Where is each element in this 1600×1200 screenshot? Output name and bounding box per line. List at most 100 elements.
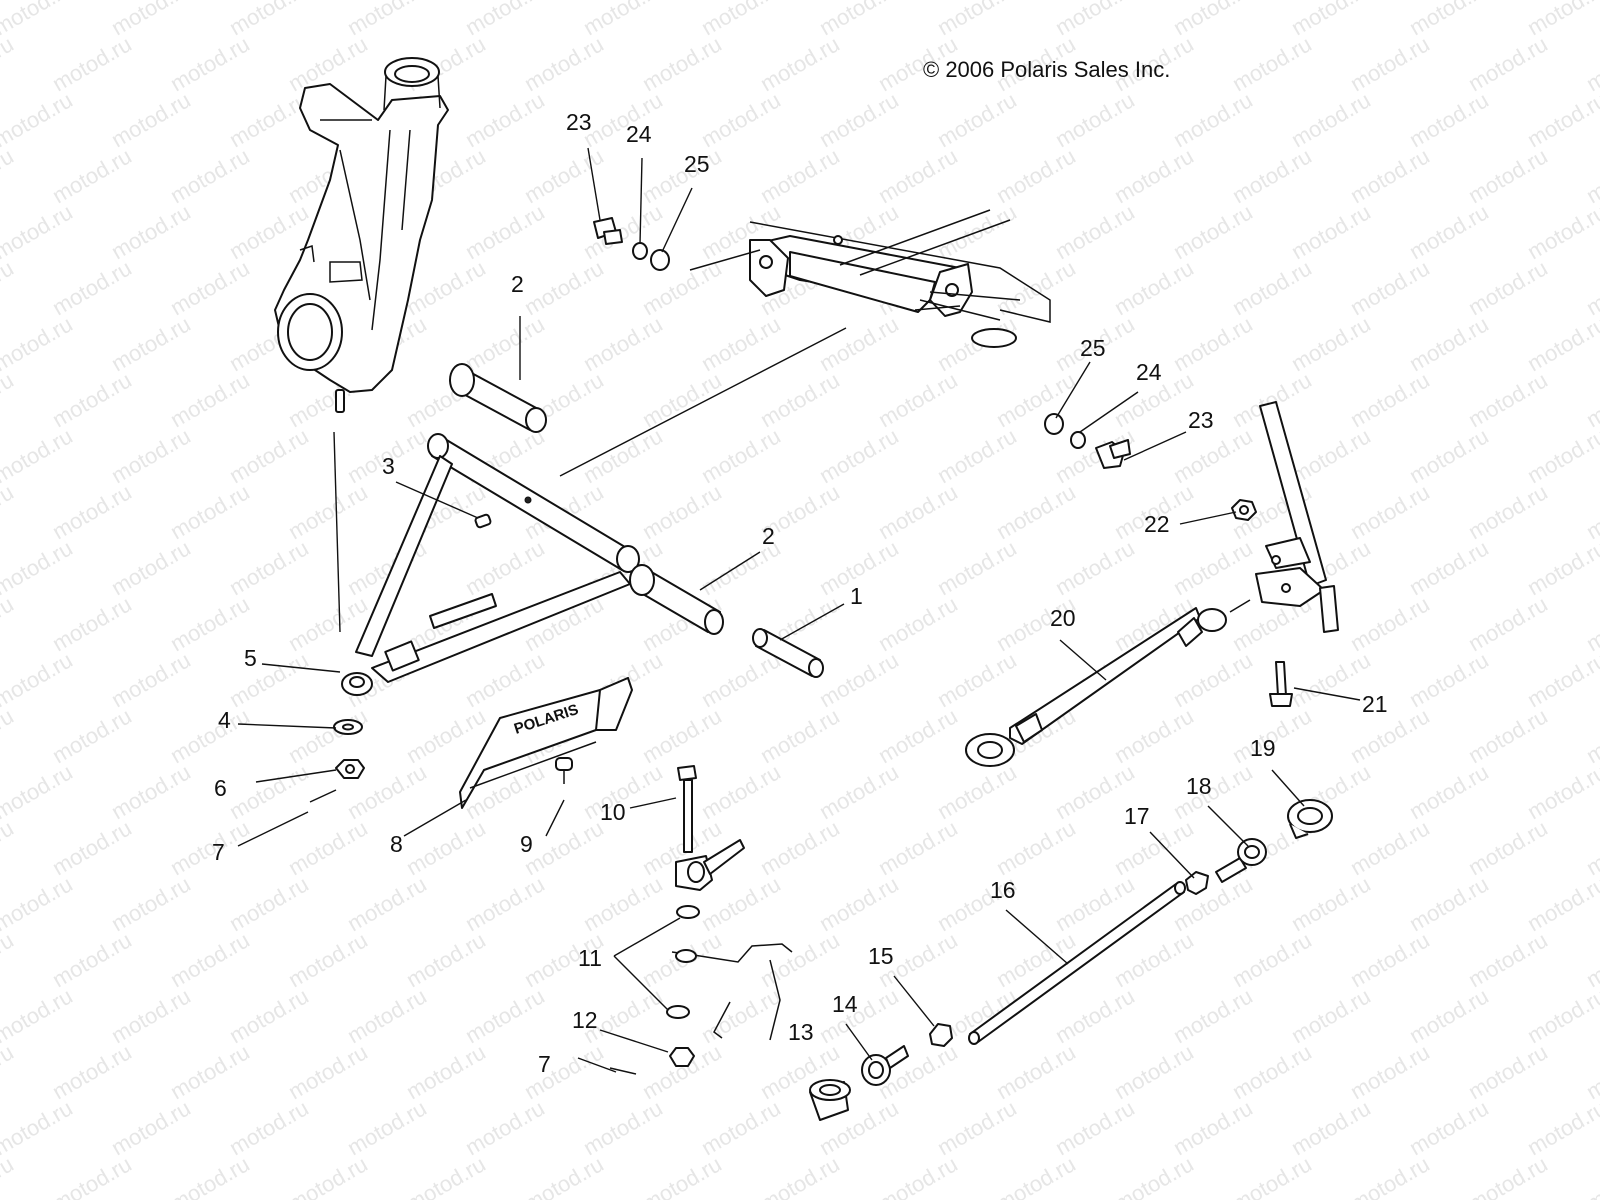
callout-11: 11: [578, 945, 602, 971]
tie-rod-20: [965, 607, 1227, 767]
watermark-text: motod.ru: [225, 983, 313, 1048]
watermark-text: motod.ru: [1346, 143, 1434, 208]
frame-crossmember: [689, 209, 1051, 348]
watermark-text: motod.ru: [1464, 703, 1552, 768]
watermark-text: motod.ru: [638, 367, 726, 432]
watermark-text: motod.ru: [0, 31, 18, 96]
watermark-text: motod.ru: [402, 815, 490, 880]
watermark-text: motod.ru: [284, 1151, 372, 1200]
nut: [335, 759, 365, 779]
callout-23-upper: 23: [566, 109, 592, 135]
watermark-text: motod.ru: [343, 1095, 431, 1160]
watermark-text: motod.ru: [1287, 199, 1375, 264]
callout-12: 12: [572, 1007, 598, 1033]
watermark-text: motod.ru: [107, 983, 195, 1048]
watermark-text: motod.ru: [1464, 815, 1552, 880]
watermark-text: motod.ru: [402, 703, 490, 768]
watermark-text: motod.ru: [1523, 535, 1600, 600]
watermark-text: motod.ru: [520, 815, 608, 880]
watermark-text: motod.ru: [48, 367, 136, 432]
watermark-text: motod.ru: [697, 647, 785, 712]
watermark-text: motod.ru: [1169, 759, 1257, 824]
watermark-text: motod.ru: [1464, 927, 1552, 992]
watermark-text: motod.ru: [1464, 1039, 1552, 1104]
watermark-text: motod.ru: [874, 703, 962, 768]
screw: [555, 757, 573, 784]
watermark-text: motod.ru: [1346, 591, 1434, 656]
watermark-text: motod.ru: [1228, 143, 1316, 208]
watermark-text: motod.ru: [1110, 255, 1198, 320]
watermark-text: motod.ru: [461, 647, 549, 712]
watermark-text: motod.ru: [1582, 927, 1600, 992]
watermark-text: motod.ru: [0, 199, 77, 264]
watermark-text: motod.ru: [0, 871, 77, 936]
callout-17: 17: [1124, 803, 1150, 829]
watermark-text: motod.ru: [461, 983, 549, 1048]
rod-end-housing-19: [1287, 799, 1333, 839]
watermark-text: motod.ru: [48, 815, 136, 880]
callout-2-lower: 2: [762, 523, 775, 549]
watermark-text: motod.ru: [1169, 647, 1257, 712]
watermark-text: motod.ru: [107, 87, 195, 152]
watermark-text: motod.ru: [1582, 1039, 1600, 1104]
copyright-text: © 2006 Polaris Sales Inc.: [923, 57, 1170, 82]
watermark-text: motod.ru: [107, 647, 195, 712]
sleeve: [752, 628, 824, 678]
watermark-text: motod.ru: [1169, 535, 1257, 600]
watermark-text: motod.ru: [815, 871, 903, 936]
callout-13: 13: [788, 1019, 814, 1045]
watermark-text: motod.ru: [756, 703, 844, 768]
watermark-text: motod.ru: [343, 983, 431, 1048]
watermark-text: motod.ru: [343, 871, 431, 936]
watermark-text: motod.ru: [697, 423, 785, 488]
watermark-text: motod.ru: [579, 87, 667, 152]
watermark-text: motod.ru: [520, 31, 608, 96]
watermark-text: motod.ru: [1228, 255, 1316, 320]
bolt-23-upper: [593, 217, 623, 245]
callout-5: 5: [244, 645, 257, 671]
watermark-text: motod.ru: [48, 703, 136, 768]
watermark-text: motod.ru: [225, 647, 313, 712]
watermark-text: motod.ru: [0, 815, 18, 880]
watermark-text: motod.ru: [1110, 143, 1198, 208]
watermark-text: motod.ru: [933, 535, 1021, 600]
callout-10: 10: [600, 799, 626, 825]
callout-14: 14: [832, 991, 858, 1017]
watermark-text: motod.ru: [461, 871, 549, 936]
watermark-text: motod.ru: [225, 423, 313, 488]
watermark-text: motod.ru: [1523, 647, 1600, 712]
bolt-21: [1269, 661, 1293, 707]
callout-9: 9: [520, 831, 533, 857]
watermark-text: motod.ru: [48, 143, 136, 208]
watermark-text: motod.ru: [1287, 1095, 1375, 1160]
watermark-text: motod.ru: [166, 255, 254, 320]
watermark-text: motod.ru: [756, 1151, 844, 1200]
watermark-text: motod.ru: [48, 255, 136, 320]
watermark-text: motod.ru: [166, 591, 254, 656]
watermark-text: motod.ru: [284, 1039, 372, 1104]
callout-21: 21: [1362, 691, 1388, 717]
watermark-text: motod.ru: [107, 871, 195, 936]
watermark-text: motod.ru: [225, 199, 313, 264]
callout-25-upper: 25: [684, 151, 710, 177]
watermark-text: motod.ru: [0, 143, 18, 208]
watermark-text: motod.ru: [992, 815, 1080, 880]
rod-end-14: [861, 1045, 909, 1086]
watermark-text: motod.ru: [225, 1095, 313, 1160]
watermark-text: motod.ru: [579, 871, 667, 936]
callout-24-upper: 24: [626, 121, 652, 147]
watermark-text: motod.ru: [638, 31, 726, 96]
callout-15: 15: [868, 943, 894, 969]
watermark-text: motod.ru: [638, 479, 726, 544]
washer-24-lower: [1070, 431, 1086, 449]
watermark-text: motod.ru: [1228, 1039, 1316, 1104]
watermark-text: motod.ru: [284, 479, 372, 544]
tie-rod-end-center: [675, 839, 745, 891]
watermark-text: motod.ru: [1051, 1095, 1139, 1160]
watermark-text: motod.ru: [520, 143, 608, 208]
watermark-text: motod.ru: [1051, 535, 1139, 600]
watermark-text: motod.ru: [0, 423, 77, 488]
watermark-text: motod.ru: [1346, 255, 1434, 320]
watermark-text: motod.ru: [1287, 983, 1375, 1048]
